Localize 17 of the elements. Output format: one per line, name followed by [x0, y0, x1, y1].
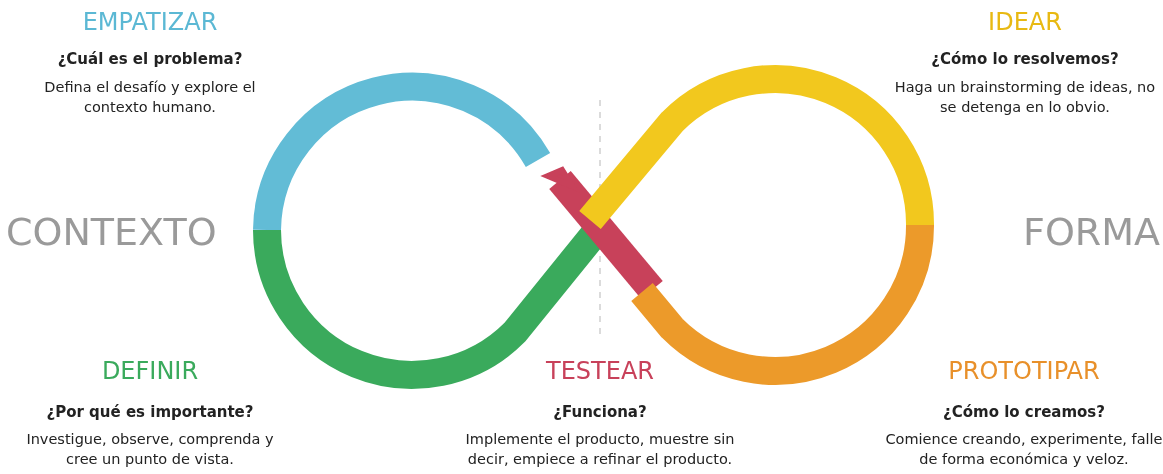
description-text: Comience creando, experimente, falle de forma económica y veloz. — [885, 430, 1163, 469]
question-text: ¿Cómo lo creamos? — [942, 403, 1106, 421]
stage-title: EMPATIZAR — [81, 8, 219, 36]
question-text: ¿Por qué es importante? — [45, 403, 255, 421]
question-text: ¿Funciona? — [552, 403, 648, 421]
stage-title: TESTEAR — [545, 357, 655, 385]
description-text: Investigue, observe, comprenda y cree un punto de vista. — [25, 430, 275, 469]
description-text: Implemente el producto, muestre sin decir, empiece a refinar el producto. — [464, 430, 736, 469]
description-text: Defina el desafío y explore el contexto humano. — [43, 78, 257, 117]
stage-title: DEFINIR — [100, 357, 200, 385]
stage-title: IDEAR — [987, 8, 1063, 36]
question-text: ¿Cuál es el problema? — [56, 50, 244, 68]
question-text: ¿Cómo lo resolvemos? — [930, 50, 1120, 68]
stage-title: PROTOTIPAR — [947, 357, 1101, 385]
side-label: FORMA — [1022, 210, 1160, 254]
side-label: CONTEXTO — [6, 210, 218, 254]
description-text: Haga un brainstorming de ideas, no se detenga en lo obvio. — [893, 78, 1157, 117]
